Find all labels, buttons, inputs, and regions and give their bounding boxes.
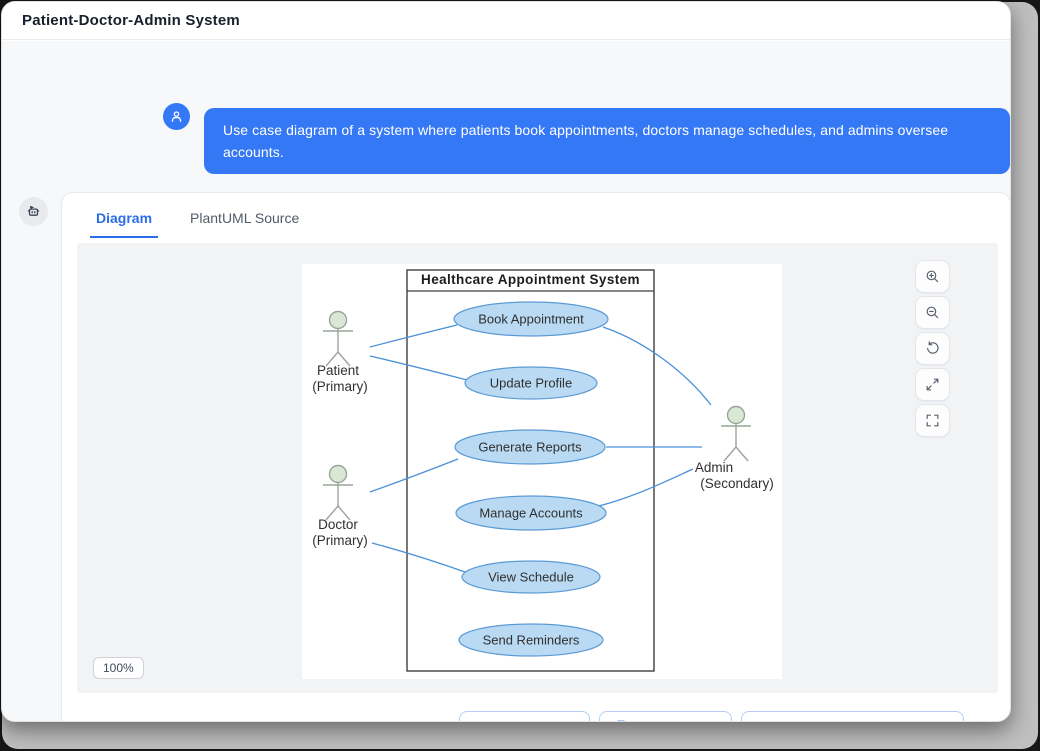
assistant-avatar — [19, 197, 48, 226]
association-patient-update-profile — [369, 355, 468, 381]
actor-admin: Admin(Secondary) — [695, 405, 774, 491]
zoom-in-icon — [926, 270, 939, 283]
zoom-level-badge: 100% — [93, 657, 144, 679]
svg-text:Book Appointment: Book Appointment — [478, 312, 584, 327]
svg-text:Update Profile: Update Profile — [490, 376, 572, 391]
export-svg-label: Export SVG — [499, 719, 574, 721]
association-patient-book-appointment — [369, 324, 458, 348]
svg-text:View Schedule: View Schedule — [488, 570, 574, 585]
app-header: Patient-Doctor-Admin System — [2, 2, 1010, 40]
use-case-view-schedule: View Schedule — [461, 560, 601, 594]
tab-plantuml-source[interactable]: PlantUML Source — [190, 210, 300, 226]
use-case-send-reminders: Send Reminders — [458, 623, 604, 657]
import-visual-paradigm-button[interactable]: Import to Visual Paradigm — [740, 711, 964, 721]
zoom-controls — [915, 260, 950, 437]
actor-role: (Secondary) — [700, 476, 774, 491]
copy-image-label: Copy Image — [639, 719, 716, 721]
zoom-in-button[interactable] — [915, 260, 950, 293]
system-title: Healthcare Appointment System — [421, 272, 640, 287]
actor-role: (Primary) — [312, 533, 368, 548]
tab-bar: Diagram PlantUML Source — [62, 193, 1010, 238]
import-visual-paradigm-label: Import to Visual Paradigm — [781, 719, 948, 721]
actor-doctor: Doctor(Primary) — [312, 464, 368, 548]
robot-icon — [27, 206, 40, 216]
export-svg-button[interactable]: Export SVG — [459, 711, 591, 721]
footer-actions: Export SVG Copy Image — [459, 711, 964, 721]
expand-arrows-icon — [926, 378, 939, 391]
use-case-manage-accounts: Manage Accounts — [455, 495, 607, 531]
actor-name: Admin — [695, 460, 733, 475]
external-link-icon — [765, 720, 771, 721]
actor-name: Doctor — [318, 517, 358, 532]
association-doctor-generate-reports — [369, 458, 459, 493]
association-manage-accounts-admin — [594, 468, 694, 508]
svg-text:Manage Accounts: Manage Accounts — [479, 506, 583, 521]
system-boundary — [406, 269, 655, 672]
use-case-book-appointment: Book Appointment — [453, 301, 609, 337]
zoom-out-button[interactable] — [915, 296, 950, 329]
actor-role: (Primary) — [312, 379, 368, 394]
copy-icon — [617, 720, 626, 721]
reset-rotate-icon — [927, 341, 939, 354]
diagram-panel-card: Diagram PlantUML Source Healthcare Appoi… — [61, 192, 1010, 721]
app-window: Patient-Doctor-Admin System Use case dia… — [1, 1, 1011, 722]
use-case-update-profile: Update Profile — [464, 366, 598, 400]
association-book-appointment-admin — [602, 326, 712, 406]
association-doctor-view-schedule — [371, 542, 466, 573]
user-avatar — [163, 103, 190, 130]
expand-button[interactable] — [915, 368, 950, 401]
zoom-out-icon — [926, 306, 939, 319]
user-icon — [171, 111, 182, 122]
content-area: Use case diagram of a system where patie… — [2, 41, 1010, 721]
user-message-bubble: Use case diagram of a system where patie… — [204, 108, 1010, 174]
use-case-generate-reports: Generate Reports — [454, 429, 606, 465]
svg-text:Generate Reports: Generate Reports — [478, 440, 582, 455]
copy-image-button[interactable]: Copy Image — [599, 711, 732, 721]
download-icon — [482, 720, 485, 721]
actor-name: Patient — [317, 363, 359, 378]
fullscreen-button[interactable] — [915, 404, 950, 437]
fullscreen-brackets-icon — [926, 414, 939, 427]
page-title: Patient-Doctor-Admin System — [22, 12, 240, 29]
reset-view-button[interactable] — [915, 332, 950, 365]
svg-text:Send Reminders: Send Reminders — [483, 633, 580, 648]
actor-patient: Patient(Primary) — [312, 310, 368, 394]
tab-diagram[interactable]: Diagram — [90, 210, 159, 238]
